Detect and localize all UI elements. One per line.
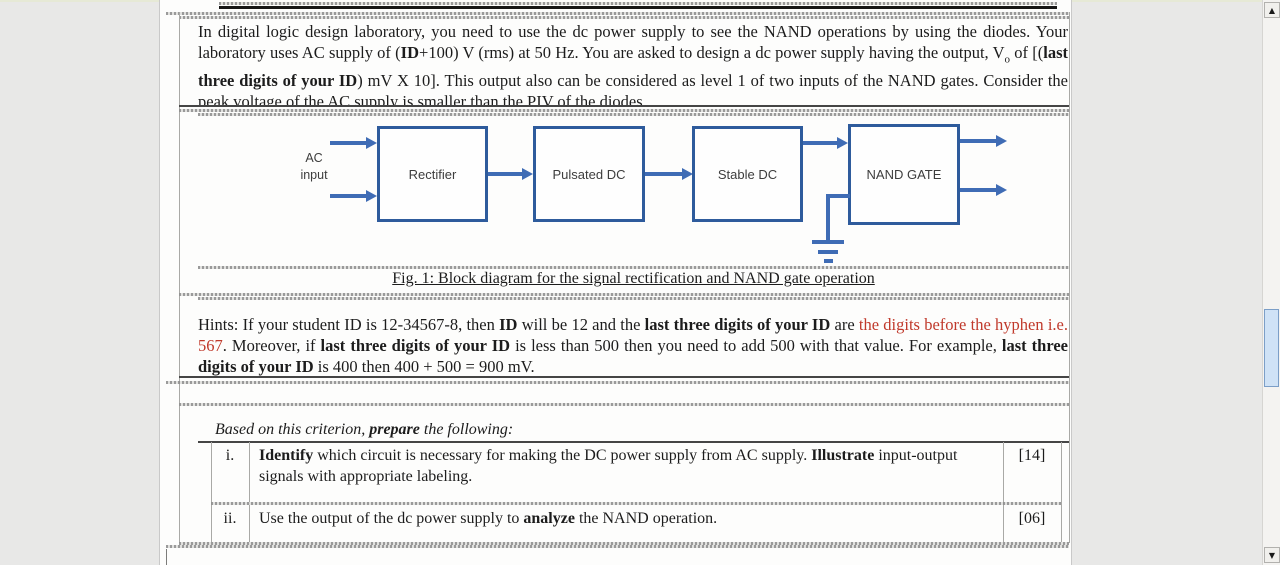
table-border — [166, 381, 1069, 384]
arrow-nand-output-bottom — [960, 184, 1007, 196]
block-stable-dc: Stable DC — [692, 126, 803, 222]
block-rectifier: Rectifier — [377, 126, 488, 222]
table-border-right — [1069, 12, 1070, 543]
ground-symbol-bar3 — [824, 259, 833, 263]
block-rectifier-label: Rectifier — [408, 166, 457, 182]
table-border — [179, 293, 1069, 296]
table-border — [179, 403, 1069, 406]
block-stable-dc-label: Stable DC — [717, 166, 778, 182]
tasks-border — [249, 442, 250, 542]
table-border — [166, 12, 1069, 15]
scrollbar-thumb[interactable] — [1264, 309, 1279, 387]
arrow-ac-input-top — [330, 137, 377, 149]
table-border-left — [179, 12, 180, 543]
cell-border — [179, 376, 1069, 378]
task-i-text: Identify which circuit is necessary for … — [259, 447, 958, 485]
ground-wire-horizontal — [826, 194, 850, 198]
ac-label-line1: AC — [305, 151, 323, 165]
table-border — [179, 16, 1069, 19]
document-page: In digital logic design laboratory, you … — [159, 0, 1072, 565]
table-border — [166, 545, 1069, 548]
block-nand-gate: NAND GATE — [848, 124, 960, 225]
table-border — [179, 109, 1069, 112]
task-i-numeral: i. — [225, 447, 235, 464]
task-ii-text: Use the output of the dc power supply to… — [259, 510, 718, 527]
tasks-border — [1061, 442, 1062, 542]
block-nand-gate-label: NAND GATE — [866, 167, 942, 182]
criterion-line: Based on this criterion, prepare the fol… — [215, 421, 514, 438]
task-ii-numeral: ii. — [223, 510, 237, 527]
ground-symbol-bar1 — [812, 240, 844, 244]
table-border — [198, 266, 1069, 269]
tasks-border — [1003, 442, 1004, 542]
arrow-pulsated-to-stable — [645, 168, 693, 180]
arrow-ac-input-bottom — [330, 190, 377, 202]
next-table-section — [166, 549, 1063, 565]
table-border — [198, 297, 1069, 300]
tasks-row-divider — [211, 502, 1061, 505]
table-border — [179, 542, 1069, 545]
ground-symbol-bar2 — [818, 250, 838, 254]
cell-border — [179, 105, 1069, 107]
tasks-border — [211, 442, 212, 542]
table-border — [219, 2, 1057, 5]
task-i-marks: [14] — [1018, 447, 1046, 464]
vertical-scrollbar[interactable]: ▲ ▼ — [1262, 0, 1280, 565]
scroll-down-icon: ▼ — [1268, 550, 1276, 560]
block-pulsated-dc-label: Pulsated DC — [552, 166, 626, 182]
arrow-nand-output-top — [960, 135, 1007, 147]
tasks-table-top-border — [198, 441, 1069, 443]
hints-paragraph: Hints: If your student ID is 12-34567-8,… — [198, 315, 1068, 376]
scroll-down-button[interactable]: ▼ — [1264, 547, 1280, 563]
ac-input-label: AC input — [284, 150, 344, 184]
table-border-thick — [219, 6, 1057, 9]
arrow-stable-to-nand — [803, 137, 848, 149]
figure-caption: Fig. 1: Block diagram for the signal rec… — [392, 270, 875, 287]
ac-label-line2: input — [300, 168, 328, 182]
block-pulsated-dc: Pulsated DC — [533, 126, 645, 222]
scroll-up-button[interactable]: ▲ — [1264, 2, 1280, 18]
task-ii-marks: [06] — [1018, 510, 1046, 527]
scroll-up-icon: ▲ — [1268, 5, 1276, 15]
ground-wire-vertical — [826, 194, 830, 240]
block-diagram-figure: AC input Rectifier Pulsated DC Stable DC… — [180, 116, 1068, 265]
table-border — [198, 113, 1069, 116]
arrow-rectifier-to-pulsated — [488, 168, 533, 180]
intro-paragraph: In digital logic design laboratory, you … — [198, 22, 1068, 106]
